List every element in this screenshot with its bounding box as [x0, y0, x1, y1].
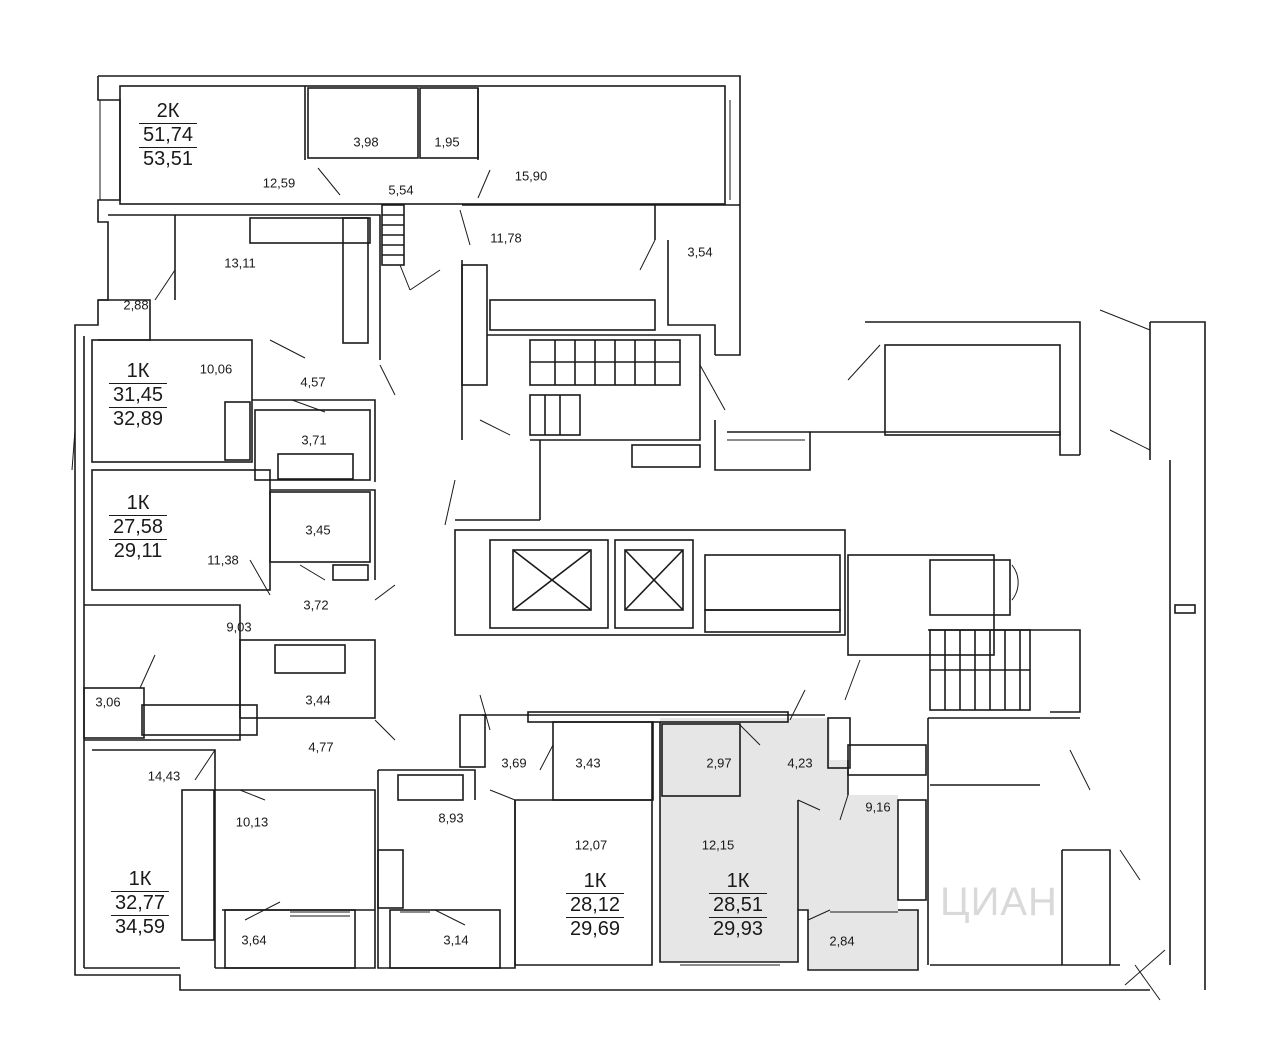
apartment-living-area: 27,58	[108, 515, 168, 540]
room-area: 12,59	[262, 175, 296, 191]
apartment-label: 1К 32,77 34,59	[110, 868, 170, 939]
watermark-logo: ЦИАН	[940, 880, 1058, 924]
room-area: 3,71	[301, 432, 327, 448]
room-area: 13,11	[224, 255, 256, 271]
apartment-living-area: 32,77	[110, 891, 170, 916]
room-area: 4,23	[787, 755, 813, 771]
room-area: 2,97	[706, 755, 732, 771]
apartment-living-area: 28,12	[565, 893, 625, 918]
apartment-type: 2К	[156, 100, 180, 122]
apartment-total-area: 32,89	[112, 408, 164, 430]
room-area: 2,84	[829, 933, 855, 949]
room-area: 3,54	[687, 244, 713, 260]
selected-apartment-label[interactable]: 1К 28,51 29,93	[708, 870, 768, 941]
room-area: 3,72	[303, 597, 329, 613]
apartment-label: 2К 51,74 53,51	[138, 100, 198, 171]
room-area: 3,06	[95, 694, 121, 710]
apartment-total-area: 34,59	[114, 916, 166, 938]
apartment-total-area: 53,51	[142, 148, 194, 170]
apartment-type: 1К	[126, 492, 150, 514]
door-swings	[139, 167, 1166, 1001]
apartment-type: 1К	[128, 868, 152, 890]
room-area: 3,98	[353, 134, 379, 150]
windows	[71, 100, 1040, 966]
room-area: 5,54	[388, 182, 414, 198]
room-area: 10,06	[199, 361, 233, 377]
apartment-living-area: 31,45	[108, 383, 168, 408]
room-area: 3,14	[443, 932, 469, 948]
room-area: 12,07	[574, 837, 608, 853]
apartment-label: 1К 27,58 29,11	[108, 492, 168, 563]
room-area: 3,44	[305, 692, 331, 708]
apartment-living-area: 51,74	[138, 123, 198, 148]
room-area: 3,43	[575, 755, 601, 771]
room-area: 9,03	[226, 619, 252, 635]
apartment-total-area: 29,93	[712, 918, 764, 940]
room-area: 14,43	[147, 768, 181, 784]
room-area: 3,69	[501, 755, 527, 771]
room-area: 9,16	[865, 799, 891, 815]
room-area: 15,90	[514, 168, 548, 184]
apartment-type: 1К	[126, 360, 150, 382]
room-area: 11,38	[207, 552, 239, 568]
apartment-total-area: 29,69	[569, 918, 621, 940]
room-area: 11,78	[490, 230, 522, 246]
apartment-type: 1К	[583, 870, 607, 892]
room-area: 8,93	[438, 810, 464, 826]
room-area: 4,77	[308, 739, 334, 755]
apartment-label: 1К 28,12 29,69	[565, 870, 625, 941]
apartment-total-area: 29,11	[113, 540, 163, 562]
walls	[74, 75, 1206, 991]
room-area: 1,95	[434, 134, 460, 150]
room-area: 10,13	[235, 814, 269, 830]
room-area: 2,88	[123, 297, 149, 313]
apartment-type: 1К	[726, 870, 750, 892]
apartment-living-area: 28,51	[708, 893, 768, 918]
room-area: 3,45	[305, 522, 331, 538]
selected-apartment-highlight[interactable]	[660, 718, 918, 970]
room-area: 3,64	[241, 932, 267, 948]
room-area: 12,15	[701, 837, 735, 853]
room-area: 4,57	[300, 374, 326, 390]
apartment-label: 1К 31,45 32,89	[108, 360, 168, 431]
